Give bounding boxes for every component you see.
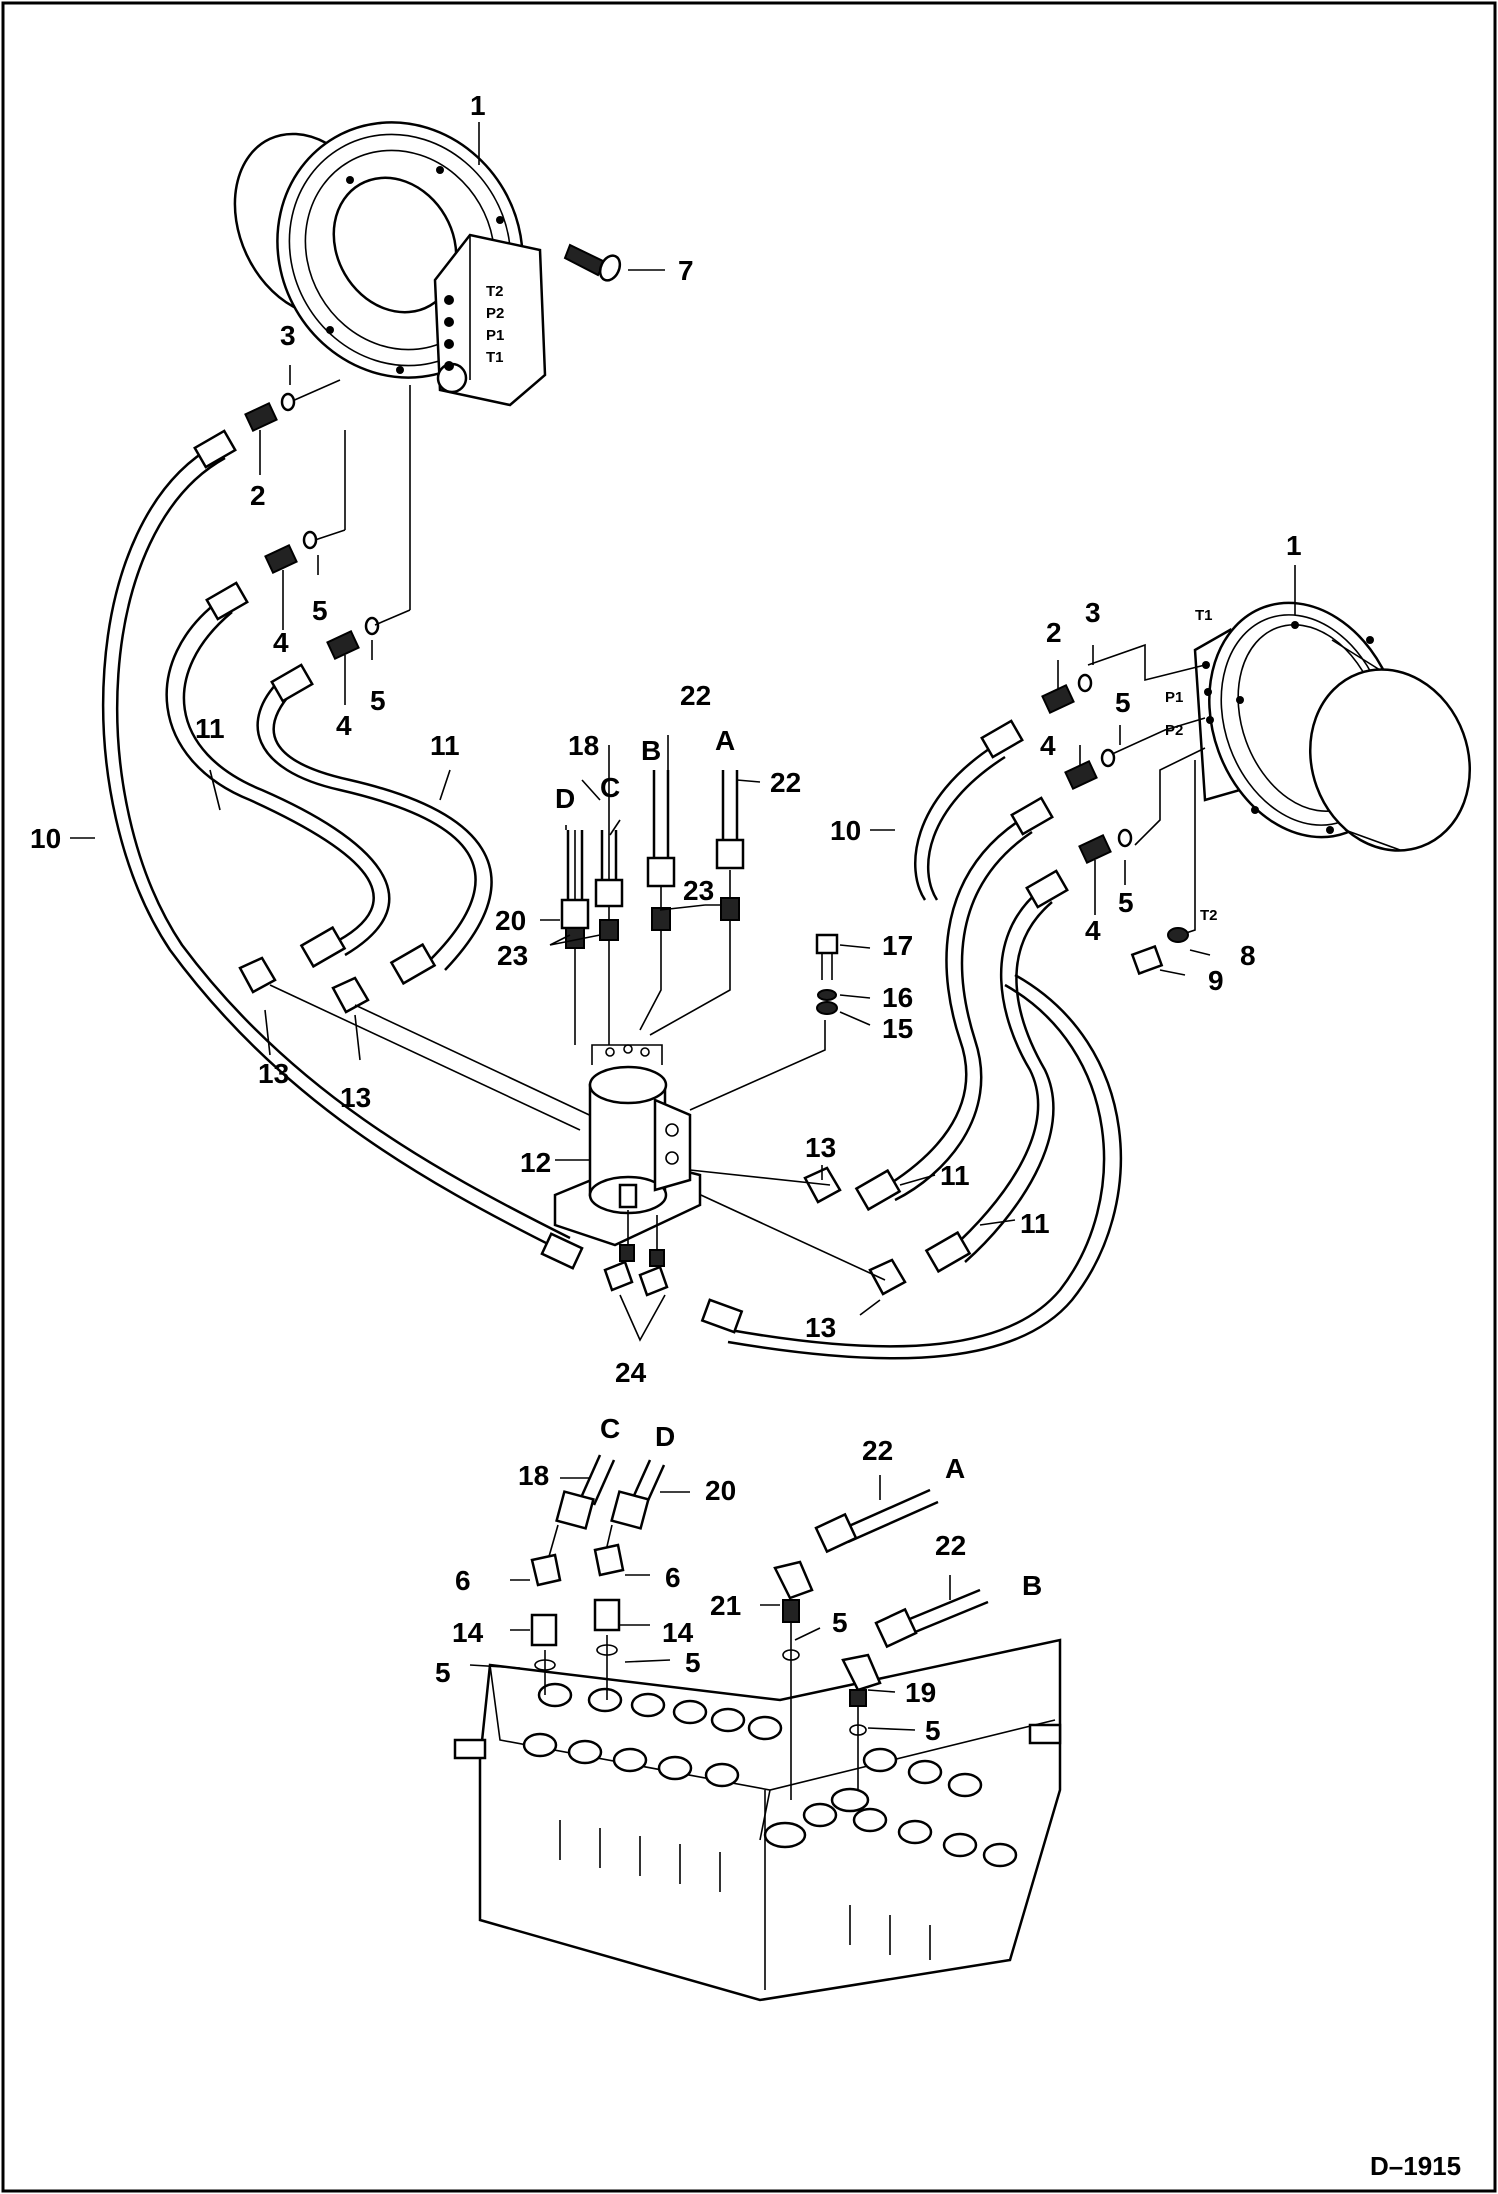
callout-2-left: 2	[250, 480, 266, 511]
callout-b-top: B	[641, 735, 661, 766]
callout-11-right-a: 11	[940, 1160, 970, 1191]
callout-19: 19	[905, 1677, 936, 1708]
callout-b-bottom: B	[1022, 1570, 1042, 1601]
leader-lines	[70, 122, 1296, 1731]
right-motor-fittings	[1041, 643, 1206, 976]
callout-9: 9	[1208, 965, 1224, 996]
callout-5-valve-top: 5	[832, 1607, 848, 1638]
valve-spool-caps	[522, 1682, 1018, 1868]
callout-23-right: 23	[683, 875, 714, 906]
callout-5-right-upper: 5	[1115, 687, 1131, 718]
callout-a-top: A	[715, 725, 735, 756]
figure-id: D–1915	[1370, 2151, 1461, 2181]
callout-8: 8	[1240, 940, 1256, 971]
callout-labels: 1 7 3 2 5 4 5 4 11 11 10 1 2 3 4 5 5 4 1…	[30, 90, 1302, 1746]
callout-1-right-motor: 1	[1286, 530, 1302, 561]
callout-11-left-a: 11	[195, 713, 225, 744]
port-label-right-t2: T2	[1200, 907, 1218, 924]
callout-17: 17	[882, 930, 913, 961]
callout-12: 12	[520, 1147, 551, 1178]
callout-4-left-lower: 4	[336, 710, 352, 741]
callout-4-left-upper: 4	[273, 627, 289, 658]
right-motor-hoses	[700, 719, 1123, 1360]
callout-13-c: 13	[805, 1132, 836, 1163]
port-label-left-p2: P2	[486, 305, 504, 322]
callout-6-right: 6	[665, 1562, 681, 1593]
port-label-left-t2: T2	[486, 283, 504, 300]
callout-14-left: 14	[452, 1617, 484, 1648]
callout-3-right: 3	[1085, 597, 1101, 628]
callout-d-bottom: D	[655, 1421, 675, 1452]
port-label-right-t1: T1	[1195, 607, 1213, 624]
callout-7: 7	[678, 255, 694, 286]
left-travel-motor: T2 P2 P1 T1	[233, 121, 547, 407]
callout-d-top: D	[555, 783, 575, 814]
port-label-right-p1: P1	[1165, 689, 1183, 706]
callout-13-b: 13	[340, 1082, 371, 1113]
callout-6-left: 6	[455, 1565, 471, 1596]
callout-22-top-b: 22	[680, 680, 711, 711]
callout-10-right: 10	[830, 815, 861, 846]
callout-4-right-lower: 4	[1085, 915, 1101, 946]
callout-22-bottom-a: 22	[862, 1435, 893, 1466]
callout-a-bottom: A	[945, 1453, 965, 1484]
callout-5-right-lower: 5	[1118, 887, 1134, 918]
left-motor-fittings	[244, 379, 411, 660]
callout-5-left-lower: 5	[370, 685, 386, 716]
callout-16: 16	[882, 982, 913, 1013]
left-motor-hoses	[101, 429, 584, 1270]
callout-22-top-a: 22	[770, 767, 801, 798]
callout-20-top: 20	[495, 905, 526, 936]
callout-24: 24	[615, 1357, 647, 1388]
bolt-7	[563, 243, 622, 282]
callout-10-left: 10	[30, 823, 61, 854]
callout-13-a: 13	[258, 1058, 289, 1089]
callout-c-bottom: C	[600, 1413, 620, 1444]
port-label-left-p1: P1	[486, 327, 504, 344]
callout-4-right-upper: 4	[1040, 730, 1056, 761]
tee-fittings-24	[603, 1210, 669, 1297]
valve-fittings	[530, 1454, 989, 1800]
callout-5-valve-right: 5	[925, 1715, 941, 1746]
callout-22-bottom-b: 22	[935, 1530, 966, 1561]
right-travel-motor: T1 P1 P2 T2	[1165, 601, 1472, 924]
callout-23-left: 23	[497, 940, 528, 971]
callout-20-bottom: 20	[705, 1475, 736, 1506]
callout-5-valve-mid: 5	[685, 1647, 701, 1678]
bolt-17-assembly	[689, 933, 839, 1111]
callout-11-right-b: 11	[1020, 1208, 1050, 1239]
port-label-left-t1: T1	[486, 349, 504, 366]
callout-18-bottom: 18	[518, 1460, 549, 1491]
callout-3-left: 3	[280, 320, 296, 351]
swivel-top-hoses	[560, 745, 745, 1045]
callout-21: 21	[710, 1590, 741, 1621]
callout-5-left-upper: 5	[312, 595, 328, 626]
callout-18-top: 18	[568, 730, 599, 761]
callout-1-left-motor: 1	[470, 90, 486, 121]
callout-5-valve-left: 5	[435, 1657, 451, 1688]
center-swivel-joint	[269, 984, 886, 1281]
callout-c-top: C	[600, 772, 620, 803]
callout-15: 15	[882, 1013, 913, 1044]
callout-13-d: 13	[805, 1312, 836, 1343]
callout-2-right: 2	[1046, 617, 1062, 648]
callout-14-right: 14	[662, 1617, 694, 1648]
callout-11-left-b: 11	[430, 730, 460, 761]
